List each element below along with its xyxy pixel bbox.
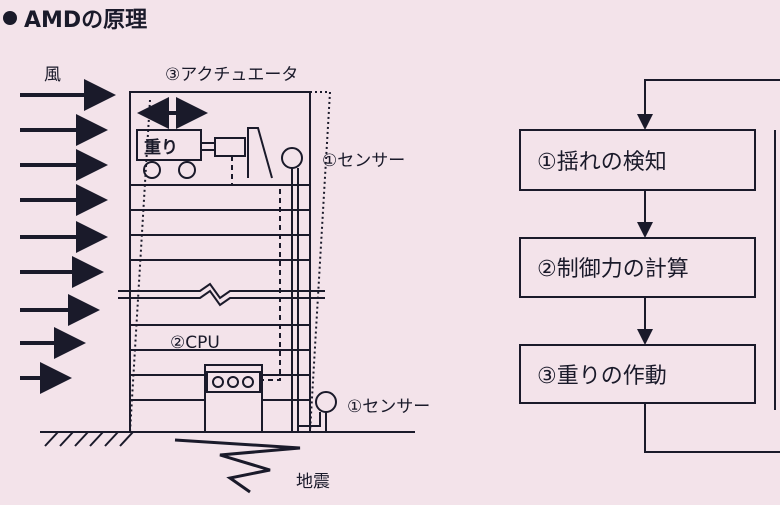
weight-label: 重り: [144, 137, 178, 158]
actuator-label: ③アクチュエータ: [165, 65, 298, 85]
flow-step-label: ②制御力の計算: [537, 257, 689, 282]
flow-step-label: ③重りの作動: [537, 364, 667, 389]
sensor-top: [281, 147, 303, 432]
sensor-bottom: [298, 391, 337, 432]
sensor-bottom-label: ①センサー: [347, 397, 430, 417]
bullet-icon: [3, 11, 17, 25]
flow-step-3: ③重りの作動: [519, 344, 756, 404]
earthquake-label: 地震: [296, 472, 330, 492]
flow-step-label: ①揺れの検知: [537, 150, 667, 175]
sensor-top-label: ①センサー: [322, 151, 405, 171]
flow-step-1: ①揺れの検知: [519, 129, 756, 191]
ground: [40, 431, 415, 447]
wind-arrows: [20, 79, 116, 394]
diagram-title: AMDの原理: [24, 8, 147, 33]
mass-damper: [136, 127, 281, 381]
cpu-label: ②CPU: [170, 333, 220, 353]
flow-step-2: ②制御力の計算: [519, 237, 756, 298]
wind-label: 風: [44, 65, 61, 85]
earthquake-icon: [174, 438, 301, 494]
control-flow: [637, 79, 780, 453]
cpu-unit: [204, 364, 263, 433]
